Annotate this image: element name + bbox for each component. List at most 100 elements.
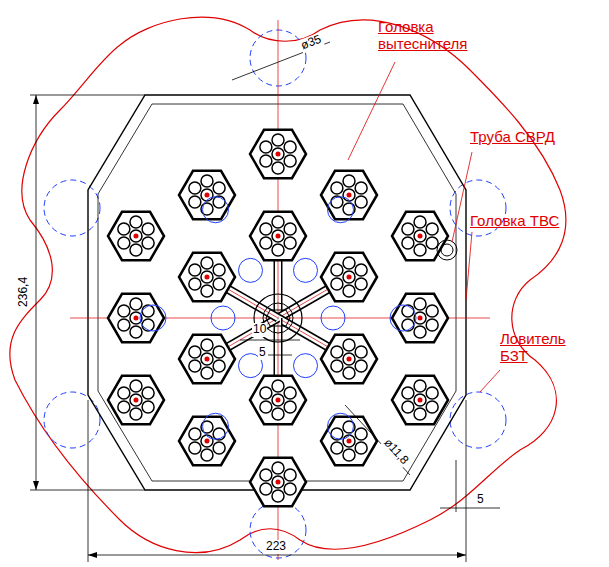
rod (414, 216, 426, 228)
callout-label: Головка ТВС (470, 212, 600, 229)
rod (284, 141, 296, 153)
rod-centre (276, 480, 281, 485)
rod (189, 264, 201, 276)
rod (142, 387, 154, 399)
rod (343, 271, 355, 283)
rod-centre (347, 357, 352, 362)
rod (189, 278, 201, 290)
rod (130, 298, 142, 310)
rod-centre (204, 193, 209, 198)
rod (331, 278, 343, 290)
rod (343, 435, 355, 447)
rod (426, 401, 438, 413)
rod (130, 408, 142, 420)
rod (402, 237, 414, 249)
rod (402, 223, 414, 235)
rod (272, 216, 284, 228)
rod (118, 223, 130, 235)
rod (402, 305, 414, 317)
flow-hole (328, 413, 354, 439)
rod (189, 346, 201, 358)
rod-centre (133, 398, 138, 403)
rod (130, 230, 142, 242)
rod (118, 305, 130, 317)
rod (118, 319, 130, 331)
bundle-hex (250, 212, 306, 260)
rod (213, 346, 225, 358)
rod (272, 380, 284, 392)
rod (331, 360, 343, 372)
rod (272, 148, 284, 160)
rod (284, 469, 296, 481)
rod (201, 189, 213, 201)
flow-hole (328, 197, 354, 223)
rod-centre (418, 398, 423, 403)
rod (331, 182, 343, 194)
bundle-hex (392, 294, 448, 342)
rod (343, 353, 355, 365)
rod (201, 271, 213, 283)
rod (272, 490, 284, 502)
bundle-hex (250, 376, 306, 424)
rod (426, 237, 438, 249)
rod (331, 442, 343, 454)
rod-centre (204, 439, 209, 444)
rod (272, 408, 284, 420)
rod-centre (347, 439, 352, 444)
rod (142, 401, 154, 413)
rod (284, 237, 296, 249)
bundle-hex (250, 130, 306, 178)
rod (260, 223, 272, 235)
rod (414, 230, 426, 242)
flow-hole (211, 306, 235, 330)
rod (260, 237, 272, 249)
rod (118, 237, 130, 249)
rod (201, 367, 213, 379)
rod (272, 394, 284, 406)
rod (343, 367, 355, 379)
rod (272, 162, 284, 174)
rod (343, 175, 355, 187)
rod (142, 237, 154, 249)
bundle-hex (321, 253, 377, 301)
rod-centre (133, 234, 138, 239)
bundle-hex (108, 294, 164, 342)
rod (355, 360, 367, 372)
rod (201, 257, 213, 269)
rod (426, 305, 438, 317)
flow-hole (294, 354, 318, 378)
rod (414, 326, 426, 338)
bundle-hex (392, 376, 448, 424)
flow-hole (239, 258, 263, 282)
bundle-hex (179, 171, 235, 219)
rod (355, 182, 367, 194)
rod (355, 278, 367, 290)
rod (213, 428, 225, 440)
rod (414, 380, 426, 392)
rod (272, 244, 284, 256)
callout-label: Головка вытеснителя (378, 18, 488, 53)
dimension-label: 5 (476, 493, 485, 507)
rod (343, 449, 355, 461)
bundle-hex (321, 417, 377, 465)
bundle-hex (250, 458, 306, 506)
rod-centre (418, 316, 423, 321)
rod (284, 387, 296, 399)
rod (284, 223, 296, 235)
dimension-label: 236,4 (17, 276, 31, 308)
rod (331, 196, 343, 208)
rod-centre (276, 152, 281, 157)
callout-label: Труба СВРД (470, 128, 600, 145)
rod (272, 476, 284, 488)
rod (343, 257, 355, 269)
rod (189, 442, 201, 454)
rod (414, 394, 426, 406)
dimension-label: 10 (252, 323, 267, 337)
rod-centre (347, 275, 352, 280)
rod (130, 216, 142, 228)
rod (213, 442, 225, 454)
rod (272, 134, 284, 146)
rod (260, 401, 272, 413)
rod-centre (133, 316, 138, 321)
flow-hole (390, 305, 416, 331)
